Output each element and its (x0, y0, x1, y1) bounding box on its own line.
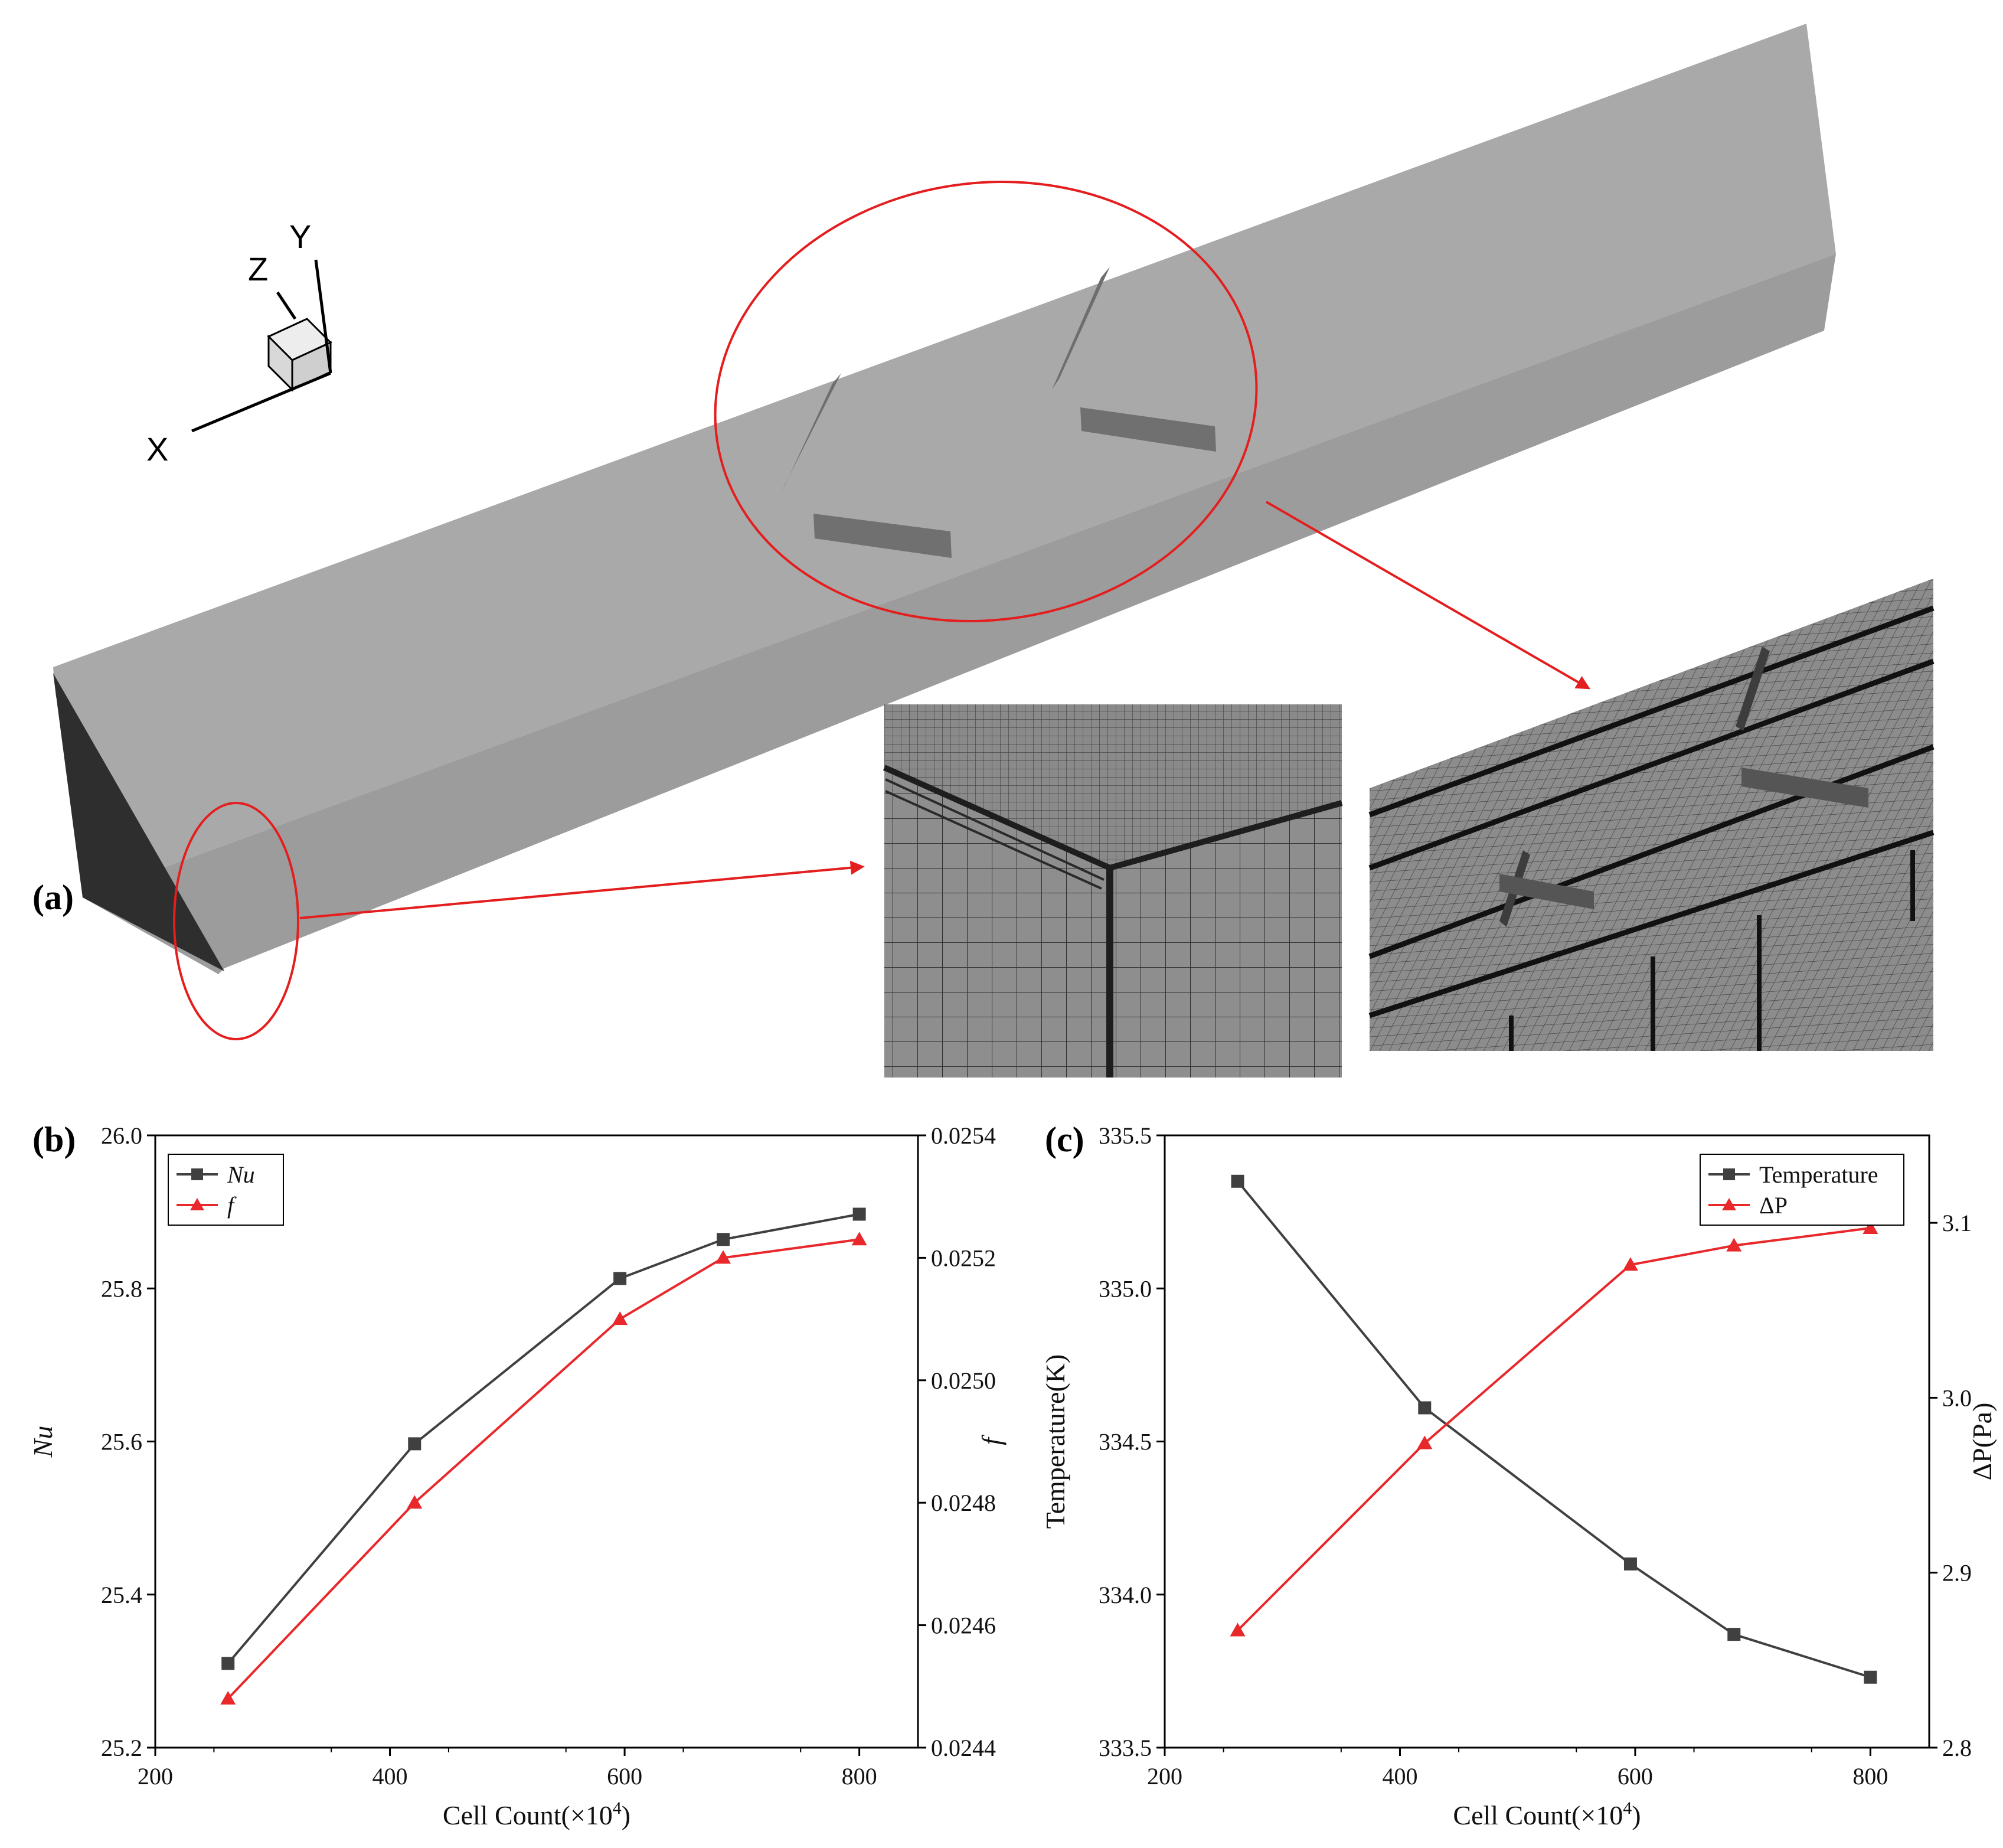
legend-label: Temperature (1759, 1161, 1878, 1188)
data-point-square (1231, 1174, 1244, 1188)
data-point-triangle (715, 1250, 731, 1264)
panel-a-geometry: X Y Z (a) (32, 24, 1935, 1078)
y-left-tick-label: 334.5 (1099, 1429, 1152, 1455)
y-left-tick-label: 25.4 (101, 1582, 142, 1608)
x-tick-label: 600 (1618, 1763, 1653, 1790)
data-point-square (717, 1233, 730, 1246)
y-left-tick-label: 335.5 (1099, 1122, 1152, 1149)
data-point-triangle (1863, 1220, 1878, 1235)
panel-tag: (c) (1045, 1120, 1084, 1159)
coordinate-triad: X Y Z (146, 218, 332, 468)
x-axis-label-main: Cell Count(×10 (443, 1800, 613, 1830)
x-axis-label-sup: 4 (1623, 1798, 1632, 1818)
x-axis-label-main: Cell Count(×10 (1453, 1800, 1623, 1830)
x-axis-label-tail: ) (622, 1800, 630, 1830)
corner-mesh-inset (883, 704, 1343, 1078)
x-axis-label: Cell Count(×104) (443, 1798, 630, 1830)
data-point-triangle (407, 1495, 423, 1509)
channel-front-face (83, 254, 1836, 974)
x-tick-label: 600 (607, 1763, 642, 1790)
y-right-tick-label: 2.9 (1942, 1560, 1972, 1586)
y-left-tick-label: 333.5 (1099, 1735, 1152, 1761)
y-left-tick-label: 25.2 (101, 1735, 142, 1761)
x-axis-label-sup: 4 (613, 1798, 622, 1818)
data-point-triangle (1417, 1435, 1433, 1449)
x-axis-label: Cell Count(×104) (1453, 1798, 1641, 1830)
y-left-tick-label: 26.0 (101, 1122, 142, 1149)
legend-marker-square (191, 1168, 203, 1180)
x-axis-label: X (146, 430, 168, 468)
y-right-tick-label: 3.1 (1942, 1210, 1972, 1236)
y-right-tick-label: 2.8 (1942, 1735, 1972, 1761)
x-axis-label-tail: ) (1632, 1800, 1641, 1830)
series-line-f (227, 1238, 860, 1700)
y-right-tick-label: 3.0 (1942, 1385, 1972, 1411)
panel-tag: (b) (32, 1120, 76, 1159)
x-tick-label: 400 (373, 1763, 408, 1790)
x-tick-label: 800 (1852, 1763, 1888, 1790)
vortex-generator-fin (1052, 267, 1110, 390)
data-point-triangle (612, 1311, 628, 1325)
y-right-tick-label: 0.0246 (931, 1612, 996, 1639)
y-right-tick-label: 0.0252 (931, 1245, 996, 1271)
channel-end-face-shade (53, 673, 224, 971)
x-tick-label: 800 (842, 1763, 877, 1790)
chart-b: 200 400 600 800 25.2 25.4 25.6 25.8 26.0 0.0244 0.… (28, 1120, 1007, 1830)
x-tick-label: 200 (1147, 1763, 1182, 1790)
fin-region-highlight (714, 181, 1258, 622)
y-left-axis-label: Temperature(K) (1040, 1354, 1070, 1529)
y-right-axis-label: f (976, 1434, 1007, 1445)
data-point-triangle (1726, 1238, 1742, 1252)
y-right-tick-label: 0.0248 (931, 1490, 996, 1516)
zoom-arrow-corner (299, 860, 865, 919)
plot-frame (1164, 1134, 1930, 1749)
y-right-tick-label: 0.0254 (931, 1122, 996, 1149)
legend-marker-triangle (190, 1198, 204, 1210)
chart-c: 200 400 600 800 333.5 334.0 334.5 335.0 335.5 2.8… (1040, 1120, 1997, 1830)
data-point-triangle (1230, 1622, 1246, 1637)
data-point-square (613, 1272, 627, 1285)
legend-label: ΔP (1759, 1192, 1788, 1219)
vortex-generator-fin (813, 514, 952, 558)
series-line-ΔP (1237, 1227, 1871, 1631)
y-axis-label: Y (289, 218, 311, 255)
y-left-axis-label: Nu (28, 1426, 58, 1458)
data-point-triangle (851, 1232, 867, 1246)
data-point-triangle (220, 1691, 236, 1705)
data-point-square (1727, 1628, 1741, 1641)
x-tick-label: 400 (1382, 1763, 1417, 1790)
y-left-tick-label: 335.0 (1099, 1275, 1152, 1302)
data-point-square (1623, 1557, 1637, 1571)
series-line-Temperature (1236, 1180, 1871, 1679)
legend-box (1700, 1154, 1904, 1226)
zoom-arrow-fins (1265, 501, 1591, 690)
data-point-triangle (1622, 1257, 1638, 1271)
y-right-axis-label: ΔP(Pa) (1967, 1403, 1997, 1481)
data-point-square (408, 1437, 421, 1451)
legend-label: Nu (227, 1161, 255, 1188)
data-point-square (1418, 1401, 1432, 1415)
fin-mesh-inset (1368, 579, 1935, 1051)
channel-top-face (53, 24, 1836, 897)
data-point-square (221, 1657, 235, 1670)
data-point-square (852, 1207, 866, 1221)
z-axis-label: Z (248, 250, 268, 288)
y-right-tick-label: 0.0250 (931, 1367, 996, 1394)
y-right-tick-label: 0.0244 (931, 1735, 996, 1761)
legend-box (168, 1154, 284, 1226)
x-tick-label: 200 (138, 1763, 173, 1790)
y-left-tick-label: 25.6 (101, 1429, 142, 1455)
vortex-generator-fin (1080, 407, 1216, 452)
inlet-corner-highlight (173, 802, 299, 1040)
legend-marker-square (1723, 1168, 1735, 1180)
series-line-Nu (227, 1213, 860, 1664)
legend-marker-triangle (1722, 1198, 1736, 1210)
data-point-square (1864, 1670, 1877, 1684)
y-left-tick-label: 25.8 (101, 1275, 142, 1302)
y-left-tick-label: 334.0 (1099, 1582, 1152, 1608)
panel-a-tag: (a) (32, 878, 74, 917)
